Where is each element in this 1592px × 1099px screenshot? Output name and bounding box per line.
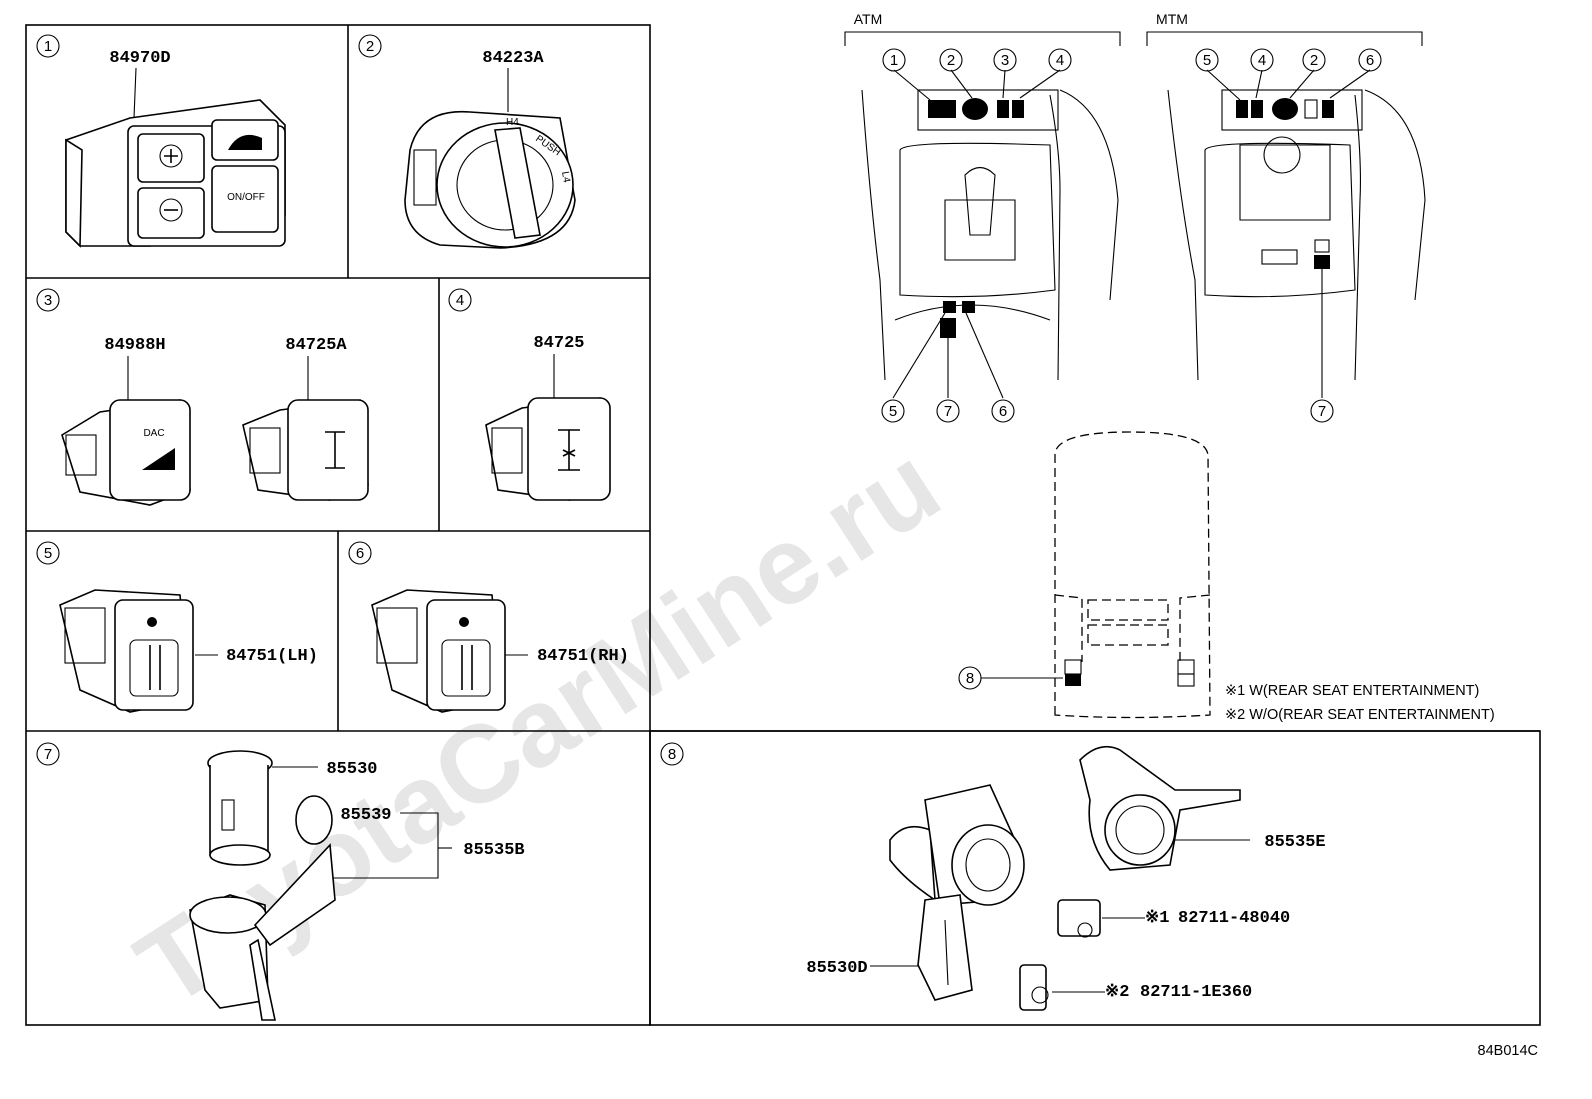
atm-callout: 3 xyxy=(1001,52,1009,69)
note-2: ※2 W/O(REAR SEAT ENTERTAINMENT) xyxy=(1225,707,1495,723)
section-number: 6 xyxy=(356,545,364,562)
h4-label: H4 xyxy=(506,117,519,128)
atm-callout: 7 xyxy=(944,403,952,420)
part-number-85530D: 85530D xyxy=(806,959,867,978)
part-number-85535B: 85535B xyxy=(463,841,524,860)
onoff-label: ON/OFF xyxy=(227,192,265,203)
section-grid xyxy=(25,24,1541,1026)
part-number-84751-rh: 84751(RH) xyxy=(537,647,629,666)
part-number-84725A: 84725A xyxy=(285,336,347,355)
atm-overview: ATM xyxy=(844,11,1121,381)
section-7: 7 85530 85539 85535B xyxy=(36,742,525,1021)
mtm-callout: 2 xyxy=(1310,52,1318,69)
dac-label: DAC xyxy=(143,428,164,439)
mtm-callout: 4 xyxy=(1258,52,1266,69)
lighter-socket xyxy=(189,843,336,1021)
socket-cover xyxy=(1079,745,1241,871)
clip-48040 xyxy=(1057,899,1101,938)
section-number: 3 xyxy=(44,292,52,309)
mtm-label: MTM xyxy=(1156,11,1188,27)
section-number: 7 xyxy=(44,746,52,763)
part-number-84970D: 84970D xyxy=(109,49,170,68)
rear-callout: 8 xyxy=(966,670,974,687)
section-1: 1 84970D ON/OFF xyxy=(36,34,286,248)
mtm-callout: 7 xyxy=(1318,403,1326,420)
part-number-82711-1E360: 82711-1E360 xyxy=(1140,983,1252,1002)
section-6: 6 84751(RH) xyxy=(348,541,629,713)
part-number-84725: 84725 xyxy=(533,334,584,353)
section-number: 8 xyxy=(668,746,676,763)
part-number-85530: 85530 xyxy=(326,760,377,779)
seat-heater-switch-lh xyxy=(59,589,194,713)
diagram-code: 84B014C xyxy=(1478,1043,1538,1059)
vehicle-icon xyxy=(228,134,262,150)
atm-callout: 6 xyxy=(999,403,1007,420)
part-number-84223A: 84223A xyxy=(482,49,544,68)
mtm-overview: MTM xyxy=(1146,11,1426,381)
part-number-84988H: 84988H xyxy=(104,336,165,355)
section-number: 5 xyxy=(44,545,52,562)
section-number-circle xyxy=(36,34,60,58)
mtm-callout: 5 xyxy=(1203,52,1211,69)
marker-note-1: ※1 xyxy=(1145,909,1169,928)
clip-1e360 xyxy=(1019,964,1049,1011)
section-4: 4 84725 xyxy=(448,288,611,501)
part-number-84751-lh: 84751(LH) xyxy=(226,647,318,666)
atm-callout: 2 xyxy=(947,52,955,69)
section-2: 2 84223A H4 PUSH L4 xyxy=(358,34,576,249)
transfer-switch: H4 PUSH L4 xyxy=(404,110,576,249)
section-number: 4 xyxy=(456,292,464,309)
rear-console-overview: 8 xyxy=(958,431,1211,719)
power-socket-assembly xyxy=(889,784,1025,1001)
atm-callout: 4 xyxy=(1056,52,1064,69)
section-number: 1 xyxy=(44,38,52,55)
section-8: 8 85530D 85535E ※1 82711-48040 xyxy=(660,742,1326,1011)
part-number-85539: 85539 xyxy=(340,806,391,825)
drive-mode-switch-a xyxy=(242,399,369,501)
dac-switch: DAC xyxy=(61,399,191,506)
cruise-control-switch: ON/OFF xyxy=(65,99,286,248)
note-1: ※1 W(REAR SEAT ENTERTAINMENT) xyxy=(1225,683,1479,699)
part-number-82711-48040: 82711-48040 xyxy=(1178,909,1290,928)
atm-label: ATM xyxy=(854,11,883,27)
seat-heater-switch-rh xyxy=(371,589,506,713)
atm-callout: 1 xyxy=(890,52,898,69)
section-3: 3 84988H 84725A DAC xyxy=(36,288,369,506)
atm-callout: 5 xyxy=(889,403,897,420)
cigarette-lighter xyxy=(207,750,273,866)
part-number-85535E: 85535E xyxy=(1264,833,1325,852)
marker-note-2: ※2 xyxy=(1105,983,1129,1002)
l4-label: L4 xyxy=(559,171,572,184)
mtm-callouts: 5 4 2 6 7 xyxy=(1195,48,1382,423)
atm-callouts: 1 2 3 4 5 7 6 xyxy=(881,48,1072,423)
section-number: 2 xyxy=(366,38,374,55)
lighter-cap xyxy=(295,795,333,845)
section-5: 5 84751(LH) xyxy=(36,541,318,713)
mtm-callout: 6 xyxy=(1366,52,1374,69)
drive-mode-switch-b xyxy=(485,397,611,501)
